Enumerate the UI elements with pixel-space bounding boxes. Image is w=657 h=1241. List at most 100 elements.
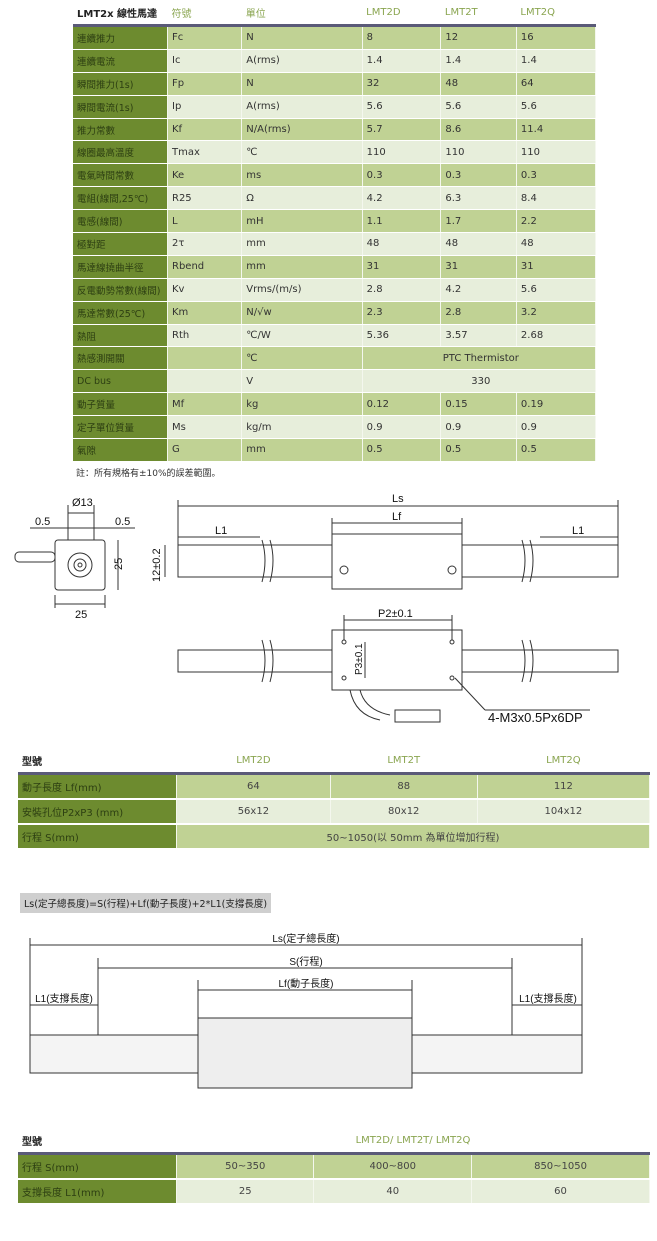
table-cell: ℃/W (241, 324, 363, 348)
table-cell: 110 (440, 140, 517, 165)
row-label: 動子長度 Lf(mm) (18, 773, 177, 800)
table-cell: 8.6 (440, 118, 517, 142)
table-cell: 0.9 (440, 415, 517, 440)
table-cell: 31 (440, 255, 517, 279)
row-label: 馬達常數(25℃) (73, 301, 168, 325)
row-label: 動子質量 (73, 392, 168, 417)
table-cell: 50~350 (176, 1153, 315, 1180)
table-cell: 48 (516, 232, 597, 256)
table-cell: Rbend (167, 255, 243, 279)
table-cell: 5.7 (362, 118, 442, 142)
table-cell: 48 (362, 232, 442, 256)
row-label: 電氣時間常數 (73, 163, 168, 188)
dim-gap-left: 0.5 (35, 516, 50, 528)
table-cell: 1.1 (362, 209, 442, 234)
table-cell: Mf (167, 392, 243, 417)
row-label: 瞬間電流(1s) (73, 95, 168, 119)
table-cell: kg/m (241, 415, 363, 440)
row-label: 熱感測開關 (73, 346, 168, 371)
length-formula: Ls(定子總長度)=S(行程)+Lf(動子長度)+2*L1(支撐長度) (20, 893, 272, 913)
table-cell: Rth (167, 324, 243, 348)
table-cell: 0.9 (362, 415, 442, 440)
table-cell: Vrms/(m/s) (241, 278, 363, 302)
table-cell: Ω (241, 186, 363, 211)
column-header: 型號 (18, 748, 177, 775)
table-cell: N/√w (241, 301, 363, 325)
table-cell: 48 (440, 72, 517, 96)
table-cell: 16 (516, 25, 597, 50)
table-cell: 1.4 (440, 49, 517, 73)
table-cell: 64 (516, 72, 597, 96)
column-header: 型號 (18, 1128, 177, 1155)
table-cell: 330 (362, 369, 597, 394)
table-cell: 40 (313, 1179, 473, 1205)
row-label: 連續推力 (73, 25, 168, 50)
table-cell: L (167, 209, 243, 234)
row-label: 極對距 (73, 232, 168, 256)
table-cell: 11.4 (516, 118, 597, 142)
column-header: LMT2D (362, 0, 441, 27)
column-header: LMT2D/ LMT2T/ LMT2Q (176, 1128, 650, 1155)
dim-diameter-13: Ø13 (72, 497, 93, 509)
dim-l1-right: L1 (572, 525, 584, 537)
table-cell: V (241, 369, 363, 394)
table-cell: N/A(rms) (241, 118, 363, 142)
table-cell: 6.3 (440, 186, 517, 211)
row-label: DC bus (73, 369, 168, 394)
table-cell: Ic (167, 49, 243, 73)
table-cell: 48 (440, 232, 517, 256)
table-cell: 110 (516, 140, 597, 165)
table-cell: A(rms) (241, 49, 363, 73)
motor-dimension-drawing: Ø13 0.5 0.5 25 25 12±0.2 Ls Lf L1 L1 P2±… (14, 493, 619, 725)
column-header: LMT2Q (516, 0, 596, 27)
row-label: 瞬間推力(1s) (73, 72, 168, 96)
table-cell: Fp (167, 72, 243, 96)
table-cell: 56x12 (176, 799, 331, 825)
table-cell: 0.12 (362, 392, 442, 417)
row-label: 電感(線間) (73, 209, 168, 234)
row-label: 行程 S(mm) (18, 824, 177, 850)
table-cell: 31 (362, 255, 442, 279)
table-cell: 1.4 (362, 49, 442, 73)
table-cell: 32 (362, 72, 442, 96)
table-cell: mm (241, 438, 363, 462)
table-cell: 0.9 (516, 415, 597, 440)
table-cell: Ms (167, 415, 243, 440)
row-label: 熱阻 (73, 324, 168, 348)
column-header: 單位 (241, 0, 363, 27)
table-cell: 8.4 (516, 186, 597, 211)
table-cell: 80x12 (330, 799, 478, 825)
table-row: 行程 S(mm)50~1050(以 50mm 為單位增加行程) (18, 824, 650, 850)
table-cell: Ke (167, 163, 243, 188)
table-cell: PTC Thermistor (362, 346, 597, 371)
table-cell: ℃ (241, 140, 363, 165)
dim-height-25: 25 (113, 558, 125, 570)
row-label: 行程 S(mm) (18, 1153, 177, 1180)
table-cell: Fc (167, 25, 243, 50)
table-cell: 0.5 (362, 438, 442, 462)
label-ls: Ls(定子總長度) (272, 932, 339, 945)
table-cell: 5.6 (516, 95, 597, 119)
table-cell: R25 (167, 186, 243, 211)
row-label: 安裝孔位P2xP3 (mm) (18, 799, 177, 825)
dim-width-25: 25 (75, 609, 87, 621)
stator-length-drawing: Ls(定子總長度) S(行程) Lf(動子長度) L1(支撐長度) L1(支撐長… (29, 932, 583, 1089)
table-cell: 0.5 (516, 438, 597, 462)
dim-lf: Lf (392, 511, 402, 523)
table-cell: 5.6 (440, 95, 517, 119)
dim-p2: P2±0.1 (378, 608, 413, 620)
column-header: LMT2x 線性馬達 (73, 0, 168, 27)
